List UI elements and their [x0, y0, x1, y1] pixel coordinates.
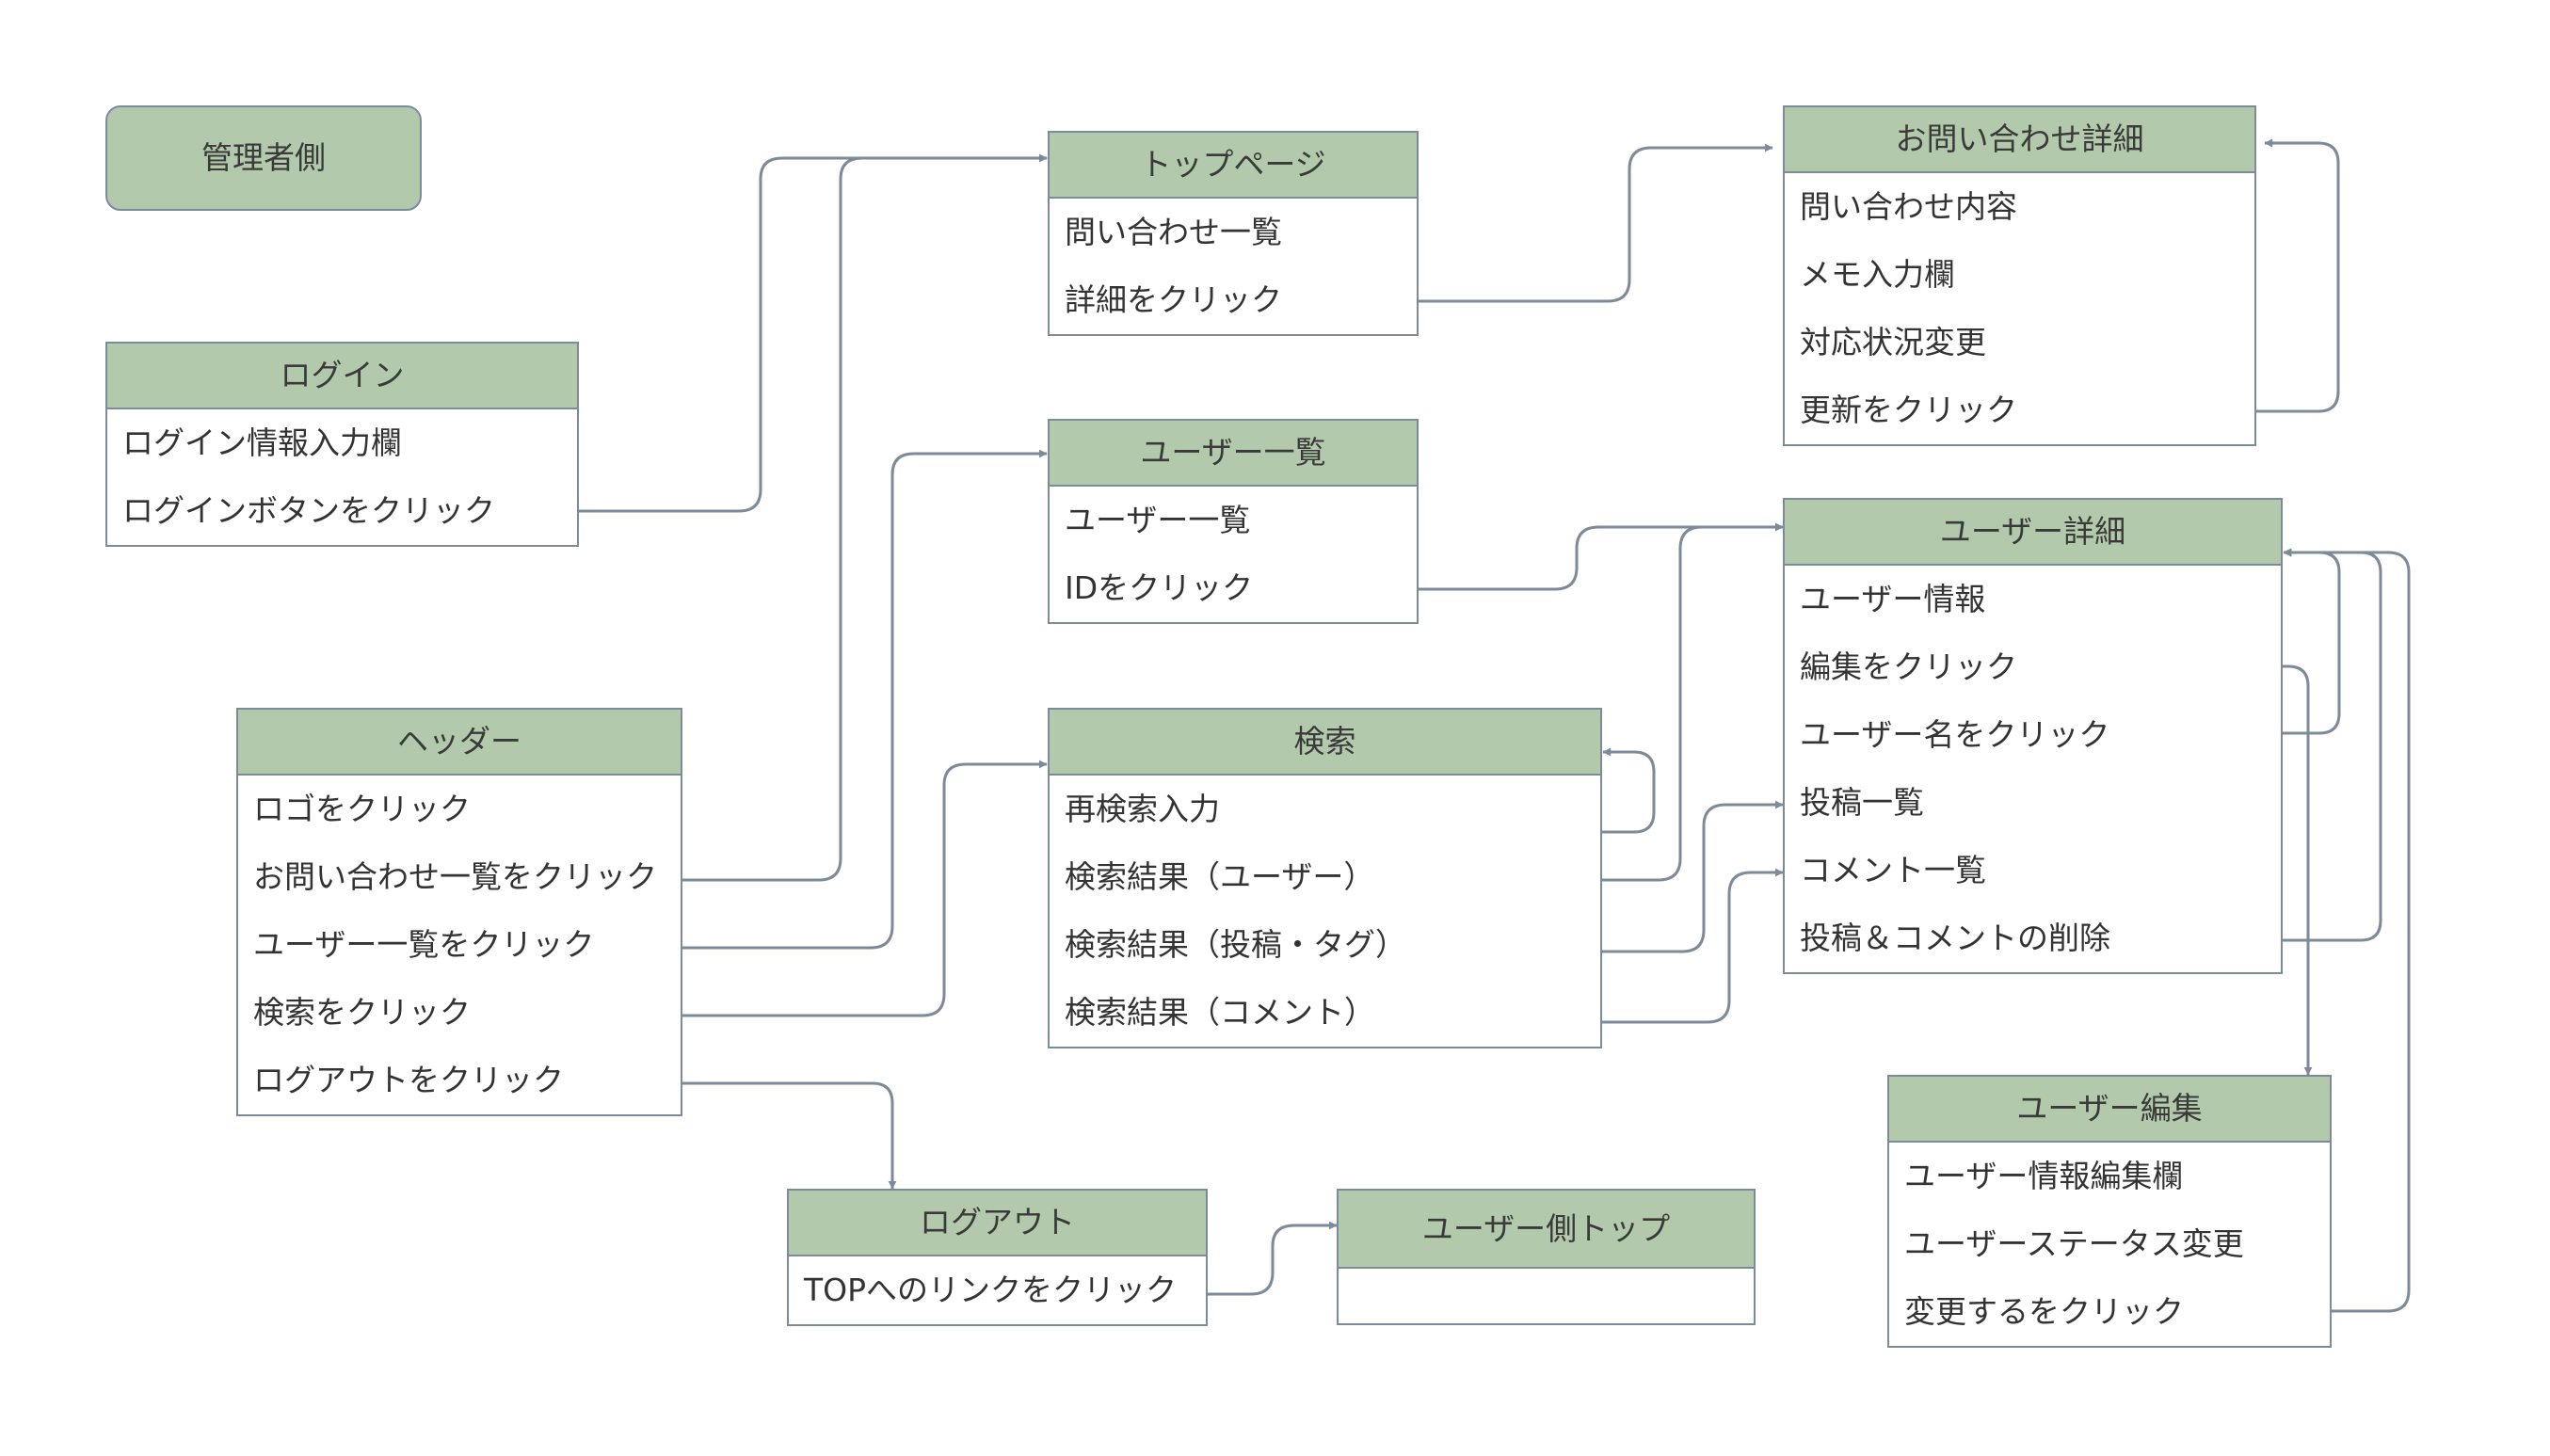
edge-search-research-self	[1602, 747, 1656, 834]
search-table: 検索 再検索入力 検索結果（ユーザー） 検索結果（投稿・タグ） 検索結果（コメン…	[1048, 708, 1602, 1048]
logout-table: ログアウト TOPへのリンクをクリック	[787, 1189, 1208, 1326]
top-row-detail-click: 詳細をクリック	[1065, 281, 1282, 318]
top-page-table: トップページ 問い合わせ一覧 詳細をクリック	[1048, 131, 1419, 336]
header-row-search: 検索をクリック	[253, 994, 471, 1031]
inquiry-detail-table: お問い合わせ詳細 問い合わせ内容 メモ入力欄 対応状況変更 更新をクリック	[1783, 105, 2256, 446]
userlist-row-id-click: IDをクリック	[1065, 569, 1254, 606]
login-title: ログイン	[107, 344, 577, 409]
edge-top-detail-to-inquiry	[1419, 143, 1773, 303]
useredit-row-status: ユーザーステータス変更	[1904, 1225, 2244, 1262]
edge-search-user-to-userdetail	[1602, 522, 1784, 882]
edge-header-logout-to-logout	[682, 1081, 897, 1190]
edge-header-search-to-search	[682, 760, 1048, 1017]
userdetail-row-username: ユーザー名をクリック	[1800, 716, 2110, 753]
search-row-result-posts: 検索結果（投稿・タグ）	[1065, 926, 1406, 963]
header-row-logo: ロゴをクリック	[253, 791, 471, 827]
user-list-title: ユーザー一覧	[1050, 421, 1417, 487]
header-row-inquiries: お問い合わせ一覧をクリック	[253, 858, 657, 895]
header-title: ヘッダー	[238, 710, 681, 776]
user-edit-title: ユーザー編集	[1889, 1077, 2330, 1143]
inquiry-row-status: 対応状況変更	[1800, 324, 1986, 360]
logout-title: ログアウト	[789, 1191, 1206, 1256]
userdetail-row-edit: 編集をクリック	[1800, 648, 2017, 685]
search-row-research: 再検索入力	[1065, 791, 1220, 827]
header-table: ヘッダー ロゴをクリック お問い合わせ一覧をクリック ユーザー一覧をクリック 検…	[236, 708, 682, 1116]
login-table: ログイン ログイン情報入力欄 ログインボタンをクリック	[105, 342, 579, 547]
inquiry-row-update: 更新をクリック	[1800, 392, 2017, 428]
useredit-row-info: ユーザー情報編集欄	[1904, 1158, 2184, 1194]
edge-login-to-top	[579, 153, 1048, 513]
user-list-table: ユーザー一覧 ユーザー一覧 IDをクリック	[1048, 419, 1419, 624]
inquiry-row-content: 問い合わせ内容	[1800, 188, 2017, 225]
header-row-users: ユーザー一覧をクリック	[253, 926, 595, 963]
edge-search-comments-to-userdetail	[1602, 868, 1784, 1024]
edge-header-users-to-userlist	[682, 449, 1048, 950]
edge-userlist-id-to-userdetail	[1419, 522, 1784, 591]
inquiry-row-memo: メモ入力欄	[1800, 256, 1955, 293]
userdetail-row-info: ユーザー情報	[1800, 581, 1986, 617]
user-detail-table: ユーザー詳細 ユーザー情報 編集をクリック ユーザー名をクリック 投稿一覧 コメ…	[1783, 498, 2283, 974]
userlist-row-list: ユーザー一覧	[1065, 502, 1251, 538]
user-side-top-title: ユーザー側トップ	[1339, 1191, 1754, 1269]
user-detail-title: ユーザー詳細	[1785, 500, 2281, 566]
edge-userdetail-username-self	[2279, 548, 2341, 735]
user-edit-table: ユーザー編集 ユーザー情報編集欄 ユーザーステータス変更 変更するをクリック	[1887, 1075, 2332, 1348]
search-row-result-comments: 検索結果（コメント）	[1065, 994, 1375, 1031]
search-title: 検索	[1050, 710, 1600, 776]
top-page-title: トップページ	[1050, 133, 1417, 199]
edge-userdetail-edit-to-useredit	[2279, 664, 2313, 1076]
userdetail-row-delete: 投稿＆コメントの削除	[1800, 920, 2110, 956]
edge-header-inquiries-to-top	[682, 153, 1048, 882]
edge-search-posts-to-userdetail	[1602, 800, 1784, 953]
inquiry-detail-title: お問い合わせ詳細	[1785, 107, 2254, 173]
admin-side-note: 管理者側	[105, 105, 422, 211]
useredit-row-save: 変更するをクリック	[1904, 1293, 2184, 1330]
logout-row-top-link: TOPへのリンクをクリック	[804, 1272, 1178, 1308]
edge-inquiry-update-self	[2256, 138, 2340, 413]
login-row-button: ログインボタンをクリック	[122, 492, 495, 529]
admin-side-label: 管理者側	[201, 139, 326, 176]
header-row-logout: ログアウトをクリック	[253, 1062, 564, 1098]
userdetail-row-posts: 投稿一覧	[1800, 784, 1924, 821]
search-row-result-users: 検索結果（ユーザー）	[1065, 858, 1375, 895]
edge-logout-to-usertop	[1208, 1221, 1338, 1296]
userdetail-row-comments: コメント一覧	[1800, 852, 1986, 888]
edge-userdetail-delete-self	[2279, 548, 2382, 942]
login-row-input: ログイン情報入力欄	[122, 424, 402, 461]
user-side-top-table: ユーザー側トップ	[1337, 1189, 1756, 1325]
top-row-inquiry-list: 問い合わせ一覧	[1065, 214, 1282, 250]
